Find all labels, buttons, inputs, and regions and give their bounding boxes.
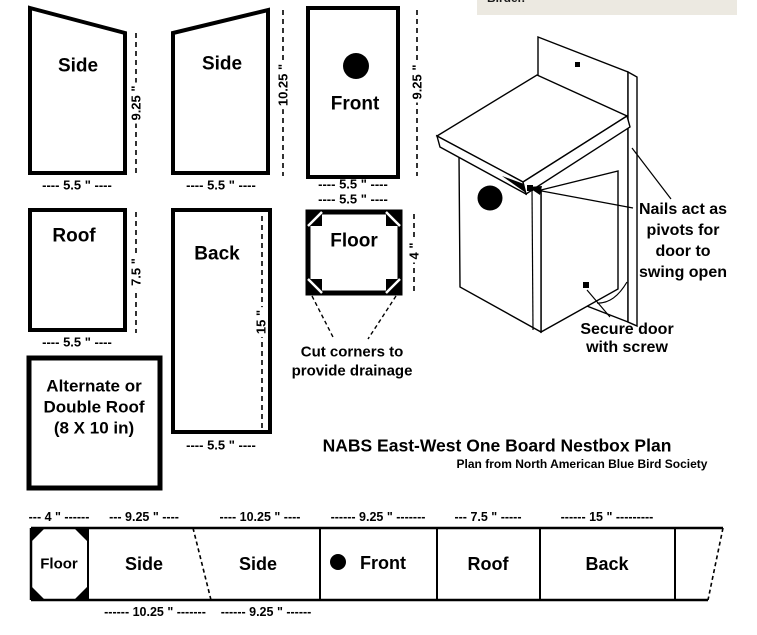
- side1-label: Side: [57, 55, 99, 77]
- side2-label: Side: [201, 53, 243, 75]
- banner-text-fragment: Birder.: [487, 0, 525, 5]
- strip-bottom-dim-1: ------ 10.25 " -------: [104, 604, 206, 619]
- front-height-dim: 9.25 ": [410, 61, 425, 103]
- back-plank-edge: [627, 70, 638, 328]
- mounting-nail-dot: [575, 62, 580, 67]
- roof-width-dim: ---- 5.5 " ----: [42, 334, 112, 350]
- alt-roof-line1: Alternate or: [46, 376, 142, 396]
- strip-bottom-dim-2: ------ 9.25 " ------: [220, 604, 312, 619]
- plan-subtitle: Plan from North American Blue Bird Socie…: [456, 457, 708, 471]
- side1-height-dim: 9.25 ": [129, 82, 144, 124]
- strip-front-label: Front: [360, 553, 406, 573]
- nails-leader-arrowhead: [528, 186, 542, 195]
- door-screw-dot: [583, 282, 589, 288]
- entrance-hole-3d: [477, 185, 503, 211]
- drainage-note-line2: provide drainage: [291, 362, 413, 380]
- nails-note-line3: door to: [655, 243, 711, 260]
- alt-roof-line3: (8 X 10 in): [53, 418, 135, 438]
- front-entrance-hole: [343, 53, 369, 79]
- piece-side-2-outline: [171, 7, 270, 175]
- strip-floor-label: Floor: [40, 555, 78, 573]
- strip-front-hole-dot: [330, 554, 346, 570]
- side1-width-dim: ---- 5.5 " ----: [42, 177, 112, 193]
- floor-top-dim: ---- 5.5 " ----: [318, 191, 388, 207]
- piece-alt-roof-outline: [26, 355, 163, 491]
- strip-back-label: Back: [585, 554, 629, 574]
- cropped-banner: Birder.: [477, 0, 737, 15]
- front-label: Front: [330, 93, 380, 115]
- strip-top-dim-5: --- 7.5 " -----: [454, 509, 522, 524]
- floor-label: Floor: [330, 230, 378, 252]
- plan-title: NABS East-West One Board Nestbox Plan: [322, 435, 672, 456]
- board-end-cut-line: [707, 527, 724, 601]
- piece-side-1-outline: [28, 5, 127, 175]
- side2-width-dim: ---- 5.5 " ----: [186, 177, 256, 193]
- piece-front-outline: [306, 6, 400, 179]
- roof-height-dim: 7.5 ": [129, 255, 144, 289]
- side2-height-dim: 10.25 ": [276, 60, 291, 110]
- plank-leader-line: [631, 147, 672, 200]
- strip-roof-label: Roof: [467, 554, 509, 574]
- door-swing-arc: [596, 281, 628, 304]
- door-seam-line: [531, 187, 534, 331]
- nails-leader-line: [530, 188, 634, 209]
- strip-top-dim-6: ------ 15 " ---------: [560, 509, 654, 524]
- alt-roof-line2: Double Roof: [43, 397, 145, 417]
- nails-note-line4: swing open: [639, 264, 727, 281]
- strip-top-dim-2: --- 9.25 " ----: [109, 509, 179, 524]
- front-width-dim: ---- 5.5 " ----: [318, 176, 388, 192]
- secure-note-line2: with screw: [586, 339, 668, 356]
- nails-note-line1: Nails act as: [638, 201, 728, 218]
- back-width-dim: ---- 5.5 " ----: [186, 437, 256, 453]
- drainage-note-line1: Cut corners to: [300, 343, 404, 361]
- angled-cut-line: [192, 527, 212, 601]
- screw-leader-line: [586, 289, 611, 318]
- strip-top-dim-3: ---- 10.25 " ----: [219, 509, 301, 524]
- nails-note-line2: pivots for: [646, 222, 720, 239]
- assembled-nestbox-drawing: [435, 35, 672, 334]
- back-label: Back: [194, 243, 240, 265]
- piece-roof-outline: [28, 208, 127, 332]
- piece-floor-outline: [305, 209, 403, 296]
- floor-height-dim: 4 ": [407, 239, 422, 263]
- strip-top-dim-4: ------ 9.25 " -------: [330, 509, 426, 524]
- back-height-dim: 15 ": [254, 306, 269, 338]
- roof-label: Roof: [52, 225, 96, 247]
- strip-top-dim-1: --- 4 " ------: [28, 509, 90, 524]
- floor-cut-corners: [307, 211, 401, 294]
- strip-side1-label: Side: [124, 554, 164, 574]
- secure-note-line1: Secure door: [580, 321, 674, 338]
- strip-side2-label: Side: [238, 554, 278, 574]
- piece-back-outline: [171, 208, 272, 434]
- board-layout-strip: [29, 526, 724, 602]
- drainage-leader-lines: [311, 295, 397, 340]
- roof-shadow-wedge: [502, 176, 526, 193]
- strip-floor-cut-corners: [31, 528, 88, 600]
